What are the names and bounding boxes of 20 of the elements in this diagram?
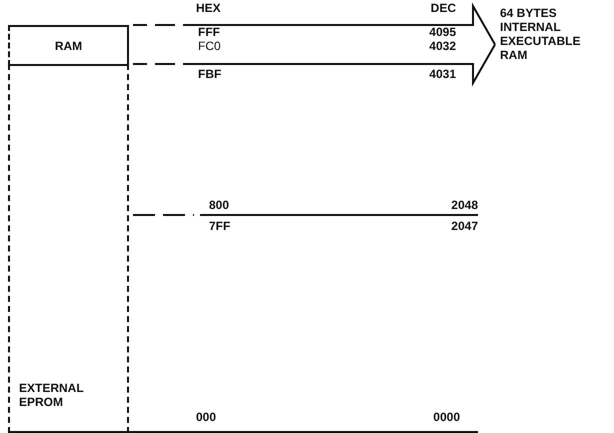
region-label: RAM bbox=[54, 38, 82, 52]
column-header: DEC bbox=[430, 2, 456, 15]
eprom-region bbox=[8, 64, 129, 433]
address-value: 7FF bbox=[209, 220, 230, 233]
address-value: FFF bbox=[198, 26, 220, 39]
wide-arrow bbox=[132, 2, 496, 84]
address-value: 2048 bbox=[451, 199, 478, 212]
address-value: 4095 bbox=[429, 26, 456, 39]
address-value: 4031 bbox=[429, 68, 456, 81]
address-value: 2047 bbox=[451, 220, 478, 233]
address-value: FC0 bbox=[198, 40, 221, 53]
address-value: 800 bbox=[209, 199, 230, 212]
ram-region bbox=[8, 25, 129, 66]
address-value: 4032 bbox=[429, 40, 456, 53]
column-header: HEX bbox=[196, 2, 221, 15]
address-value: FBF bbox=[198, 68, 222, 81]
region-label: 64 BYTES INTERNAL EXECUTABLE RAM bbox=[500, 6, 582, 62]
address-value: 0000 bbox=[433, 411, 460, 424]
address-value: 000 bbox=[196, 411, 216, 424]
region-label: EXTERNAL EPROM bbox=[19, 381, 84, 409]
